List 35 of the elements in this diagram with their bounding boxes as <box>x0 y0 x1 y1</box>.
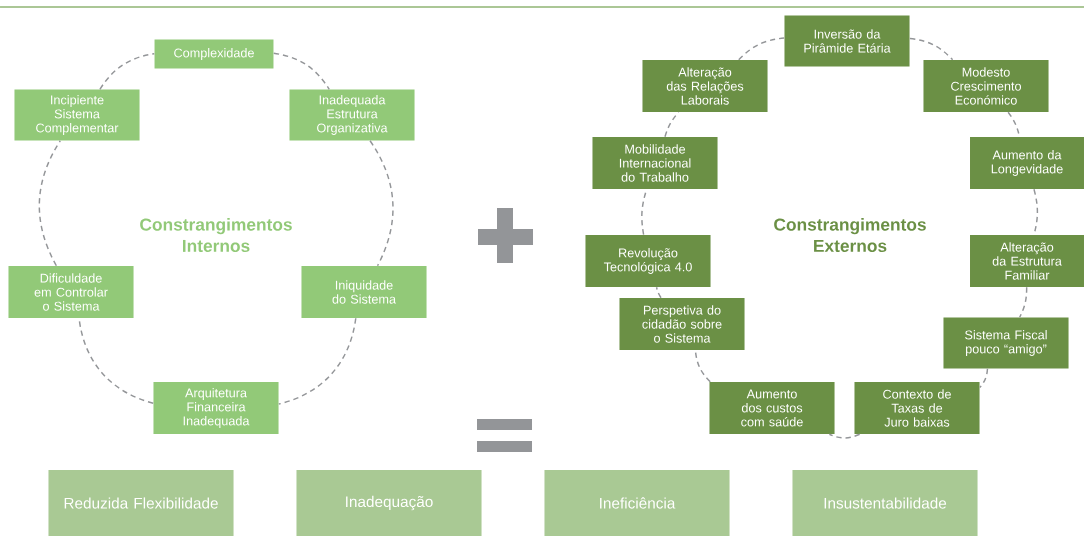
constraint-box: Mobilidade Internacional do Trabalho <box>592 137 718 189</box>
outcome-box: Inadequação <box>296 470 482 536</box>
outcome-box: Ineficiência <box>544 470 730 536</box>
ring-title: Constrangimentos Externos <box>774 217 926 253</box>
constraint-box: Contexto de Taxas de Juro baixas <box>854 382 980 434</box>
dashed-arc <box>273 52 330 90</box>
outcome-box: Insustentabilidade <box>792 470 978 536</box>
dashed-arc <box>655 286 662 299</box>
ring-title: Constrangimentos Internos <box>140 217 292 253</box>
dashed-arc <box>99 52 155 90</box>
dashed-arc <box>664 111 680 138</box>
constraint-box: Aumento dos custos com saúde <box>709 382 835 434</box>
constraint-box: Aumento da Longevidade <box>970 137 1084 189</box>
constraint-box: Complexidade <box>154 39 274 69</box>
dashed-arc <box>909 37 954 61</box>
constraint-box: Alteração das Relações Laborais <box>642 60 768 112</box>
constraint-box: Inadequada Estrutura Organizativa <box>289 89 415 141</box>
constraint-box: Inversão da Pirâmide Etária <box>784 15 910 67</box>
dashed-arc <box>1018 286 1028 318</box>
constraint-box: Alteração da Estrutura Familiar <box>970 235 1084 287</box>
constraint-box: Dificuldade em Controlar o Sistema <box>8 266 134 318</box>
dashed-arc <box>278 317 357 405</box>
constraint-box: Modesto Crescimento Económico <box>923 60 1049 112</box>
dashed-arc <box>38 140 61 267</box>
constraint-box: Sistema Fiscal pouco “amigo” <box>943 317 1069 369</box>
constraint-box: Arquitetura Financeira Inadequada <box>153 382 279 434</box>
dashed-arc <box>828 433 861 439</box>
constraint-box: Incipiente Sistema Complementar <box>14 89 140 141</box>
constraint-box: Iniquidade do Sistema <box>301 266 427 318</box>
constraint-box: Perspetiva do cidadão sobre o Sistema <box>619 298 745 350</box>
dashed-arc <box>738 37 785 61</box>
constraint-box: Revolução Tecnológica 4.0 <box>585 235 711 287</box>
dashed-arc <box>979 368 989 389</box>
dashed-arc <box>369 140 394 267</box>
outcome-box: Reduzida Flexibilidade <box>48 470 234 536</box>
